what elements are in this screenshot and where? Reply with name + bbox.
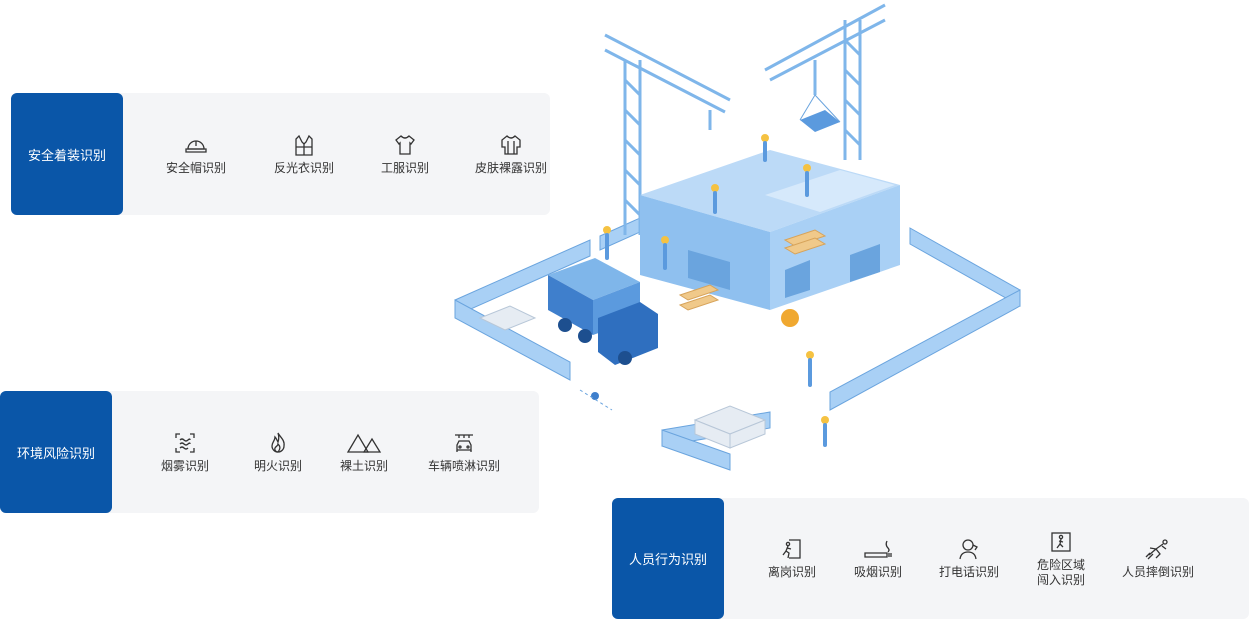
behavior-item-smoking: 吸烟识别 — [848, 537, 908, 580]
environment-panel-title: 环境风险识别 — [0, 391, 112, 513]
environment-item-label: 烟雾识别 — [160, 458, 209, 473]
environment-item-bare-soil: 裸土识别 — [336, 431, 392, 474]
skin-icon — [501, 134, 521, 155]
workers — [603, 134, 829, 447]
safety-item-label: 皮肤裸露识别 — [474, 160, 547, 175]
vehicle-wash-icon — [455, 433, 473, 452]
environment-item-fire: 明火识别 — [250, 431, 306, 474]
block-stacks — [478, 305, 767, 449]
site-details — [579, 309, 799, 411]
safety-item-label: 反光衣识别 — [273, 160, 334, 175]
safety-panel: 安全着装识别 安全帽识别 反光衣识别 工服识别 皮肤裸露识别 — [11, 93, 550, 215]
vest-icon — [295, 134, 313, 156]
environment-panel: 环境风险识别 烟雾识别 明火识别 裸土识别 — [0, 391, 539, 513]
behavior-item-label: 打电话识别 — [938, 565, 999, 579]
environment-item-smoke: 烟雾识别 — [150, 431, 220, 474]
construction-site-illustration — [454, 3, 1021, 471]
behavior-item-leave-post: 离岗识别 — [762, 537, 822, 580]
environment-item-label: 裸土识别 — [339, 458, 388, 473]
behavior-item-label: 人员摔倒识别 — [1121, 565, 1194, 579]
dump-truck — [548, 258, 658, 365]
safety-item-label: 安全帽识别 — [165, 160, 226, 175]
tower-crane-right — [764, 3, 886, 160]
building — [640, 150, 900, 310]
behavior-item-label: 吸烟识别 — [853, 565, 902, 579]
smoking-icon — [864, 540, 892, 558]
hardhat-icon — [185, 139, 207, 153]
site-fence — [454, 199, 1021, 471]
bare-soil-icon — [346, 433, 382, 453]
danger-zone-icon — [1051, 531, 1071, 552]
phone-call-icon — [959, 539, 978, 560]
environment-item-label: 车辆喷淋识别 — [427, 458, 500, 473]
fire-icon — [271, 432, 285, 453]
crane-load — [799, 94, 841, 132]
environment-item-vehicle-wash: 车辆喷淋识别 — [422, 431, 506, 474]
behavior-item-label: 危险区域 闯入识别 — [1036, 557, 1085, 587]
environment-item-label: 明火识别 — [253, 458, 302, 473]
behavior-item-label: 离岗识别 — [767, 565, 816, 579]
safety-item-skin: 皮肤裸露识别 — [471, 133, 551, 176]
safety-item-uniform: 工服识别 — [377, 133, 433, 176]
uniform-icon — [395, 134, 415, 155]
behavior-panel: 人员行为识别 离岗识别 吸烟识别 打电话识别 危险区域 闯入识别 — [612, 498, 1249, 619]
behavior-item-fall: 人员摔倒识别 — [1118, 537, 1198, 580]
safety-item-label: 工服识别 — [380, 160, 429, 175]
behavior-item-danger-zone: 危险区域 闯入识别 — [1030, 530, 1092, 588]
safety-item-vest: 反光衣识别 — [269, 133, 339, 176]
behavior-item-phone-call: 打电话识别 — [934, 537, 1004, 580]
material-stacks — [678, 229, 827, 311]
safety-item-hardhat: 安全帽识别 — [161, 133, 231, 176]
safety-panel-title: 安全着装识别 — [11, 93, 123, 215]
leave-post-icon — [782, 539, 801, 559]
behavior-panel-title: 人员行为识别 — [612, 498, 724, 619]
fall-icon — [1145, 539, 1168, 560]
smoke-icon — [175, 432, 195, 453]
